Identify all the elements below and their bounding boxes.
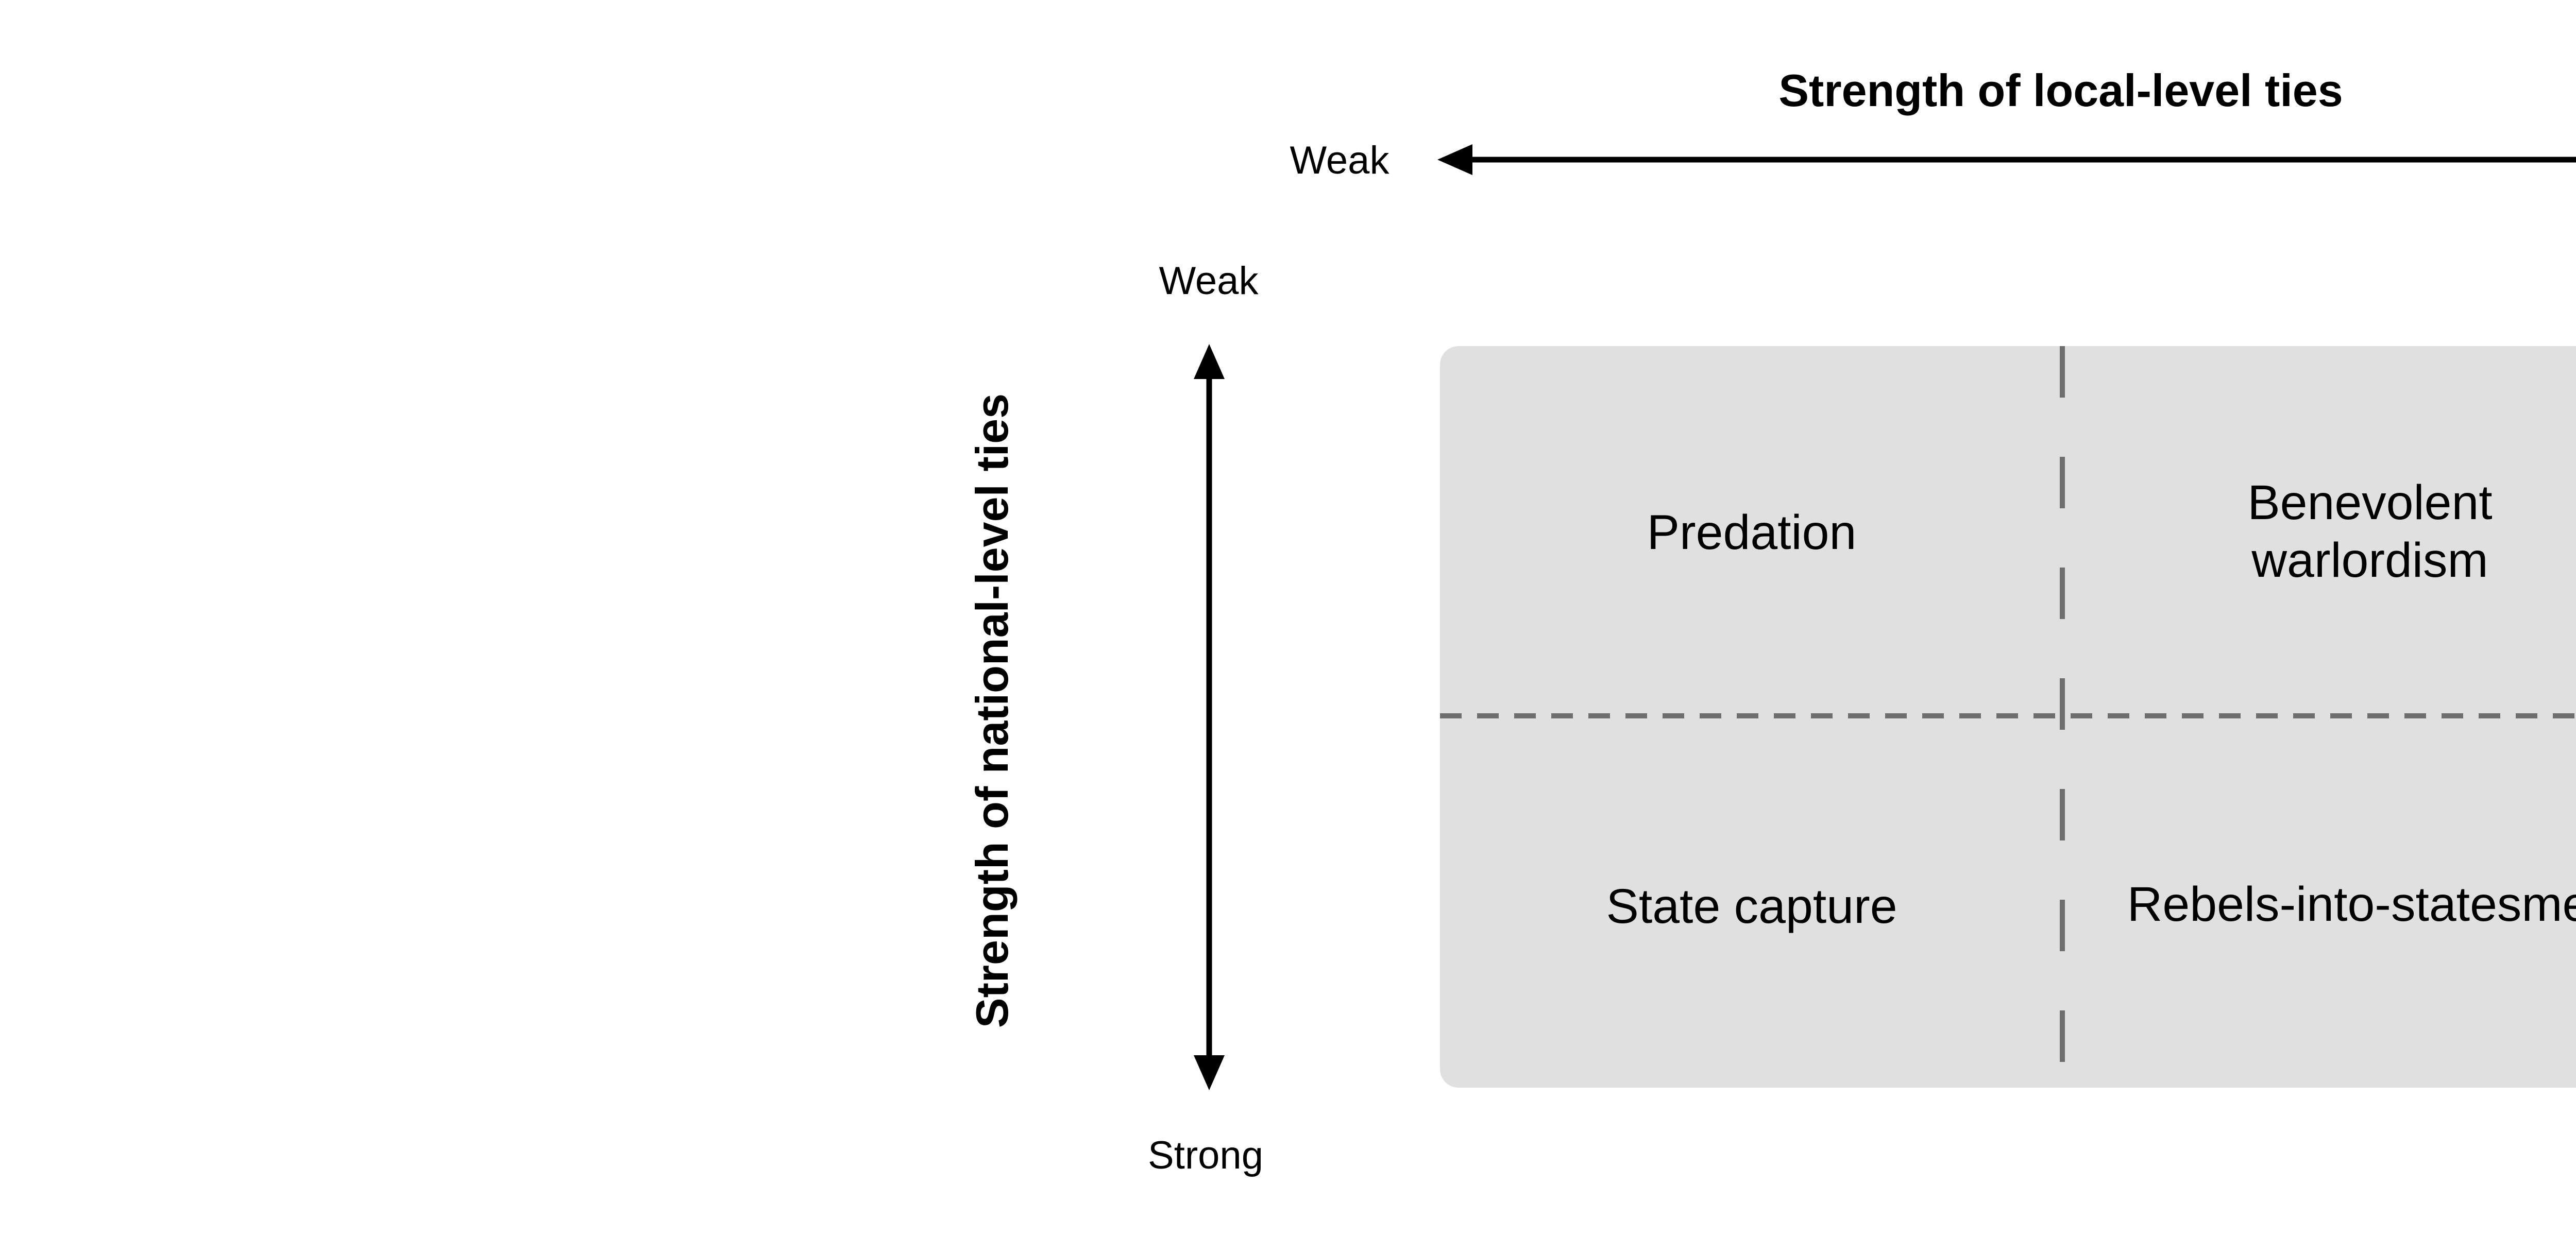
quadrant-label-bottom-left: State capture: [1606, 879, 1897, 934]
y-axis-strong-label: Strong: [1148, 1134, 1263, 1178]
y-axis-title: Strength of national-level ties: [967, 393, 1018, 1028]
quadrant-label-top-left: Predation: [1647, 505, 1857, 560]
x-axis-arrow: [1437, 144, 2576, 175]
y-axis-arrow: [1194, 344, 1225, 1090]
quadrant-label-top-right: Benevolent warlordism: [2247, 475, 2493, 588]
x-axis-title: Strength of local-level ties: [1778, 65, 2343, 116]
y-axis-weak-label: Weak: [1159, 259, 1259, 303]
quadrant-label-bottom-right: Rebels-into-statesmen: [2127, 877, 2576, 932]
x-axis-weak-label: Weak: [1290, 139, 1389, 183]
